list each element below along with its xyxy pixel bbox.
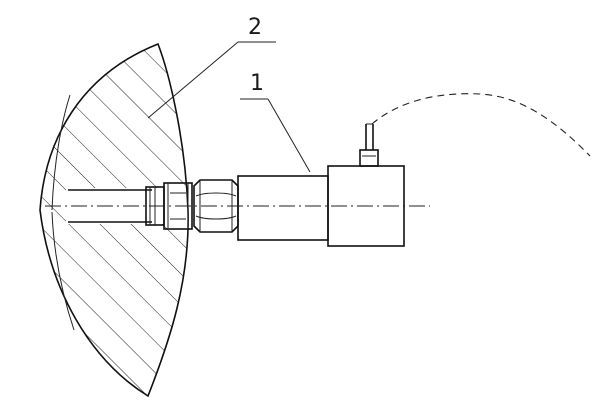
section-break-line: [51, 94, 71, 211]
sensor-body-part-1: [237, 123, 405, 247]
callout-1-label: 1: [250, 71, 264, 96]
callout-1: 1: [240, 71, 311, 173]
housing-part-2: [39, 42, 189, 398]
cable-dashed: [371, 93, 591, 157]
callout-2: 2: [147, 15, 276, 119]
callout-2-label: 2: [248, 15, 262, 40]
